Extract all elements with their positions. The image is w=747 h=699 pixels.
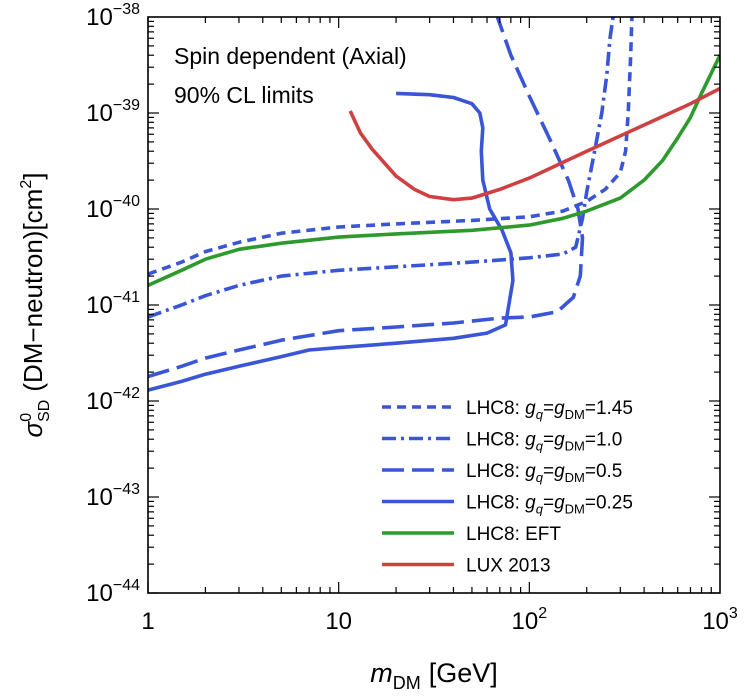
- series-line-1: [148, 17, 634, 276]
- x-tick-label-3: 102: [512, 605, 548, 635]
- y-tick-label-5: 10−42: [86, 385, 140, 415]
- legend-label-2: LHC8: gq=gDM=1.0: [466, 430, 622, 454]
- x-tick-label-4: 103: [702, 605, 738, 635]
- tick-labels: 1 10 102 103 10−38 10−39 10−40 10−41 10−42 10−43 1…: [86, 1, 738, 635]
- y-axis-label: σ0SD(DM−neutron)[cm2]: [18, 173, 53, 438]
- y-tick-label-6: 10−43: [86, 481, 140, 511]
- series-line-5: [148, 54, 720, 288]
- x-tick-label-2: 10: [325, 608, 352, 635]
- series-line-3: [148, 17, 585, 379]
- y-tick-label-1: 10−38: [86, 1, 140, 31]
- y-tick-label-2: 10−39: [86, 97, 140, 127]
- x-tick-label-1: 1: [141, 608, 154, 635]
- legend-label-5: LHC8: EFT: [466, 524, 561, 545]
- series-line-6: [348, 86, 720, 202]
- y-tick-label-3: 10−40: [86, 193, 140, 223]
- legend-label-6: LUX 2013: [466, 556, 551, 577]
- legend-label-1: LHC8: gq=gDM=1.45: [466, 398, 633, 422]
- x-axis-label: mDM[GeV]: [370, 658, 498, 693]
- series-line-4: [148, 91, 515, 392]
- y-tick-label-7: 10−44: [86, 577, 140, 607]
- legend-label-4: LHC8: gq=gDM=0.25: [466, 493, 633, 517]
- ticks-layer: [147, 17, 720, 594]
- annotation-line-2: 90% CL limits: [174, 82, 314, 108]
- series-layer: [148, 17, 720, 392]
- legend-label-3: LHC8: gq=gDM=0.5: [466, 461, 622, 485]
- annotation-line-1: Spin dependent (Axial): [174, 43, 407, 69]
- y-tick-label-4: 10−41: [86, 289, 140, 319]
